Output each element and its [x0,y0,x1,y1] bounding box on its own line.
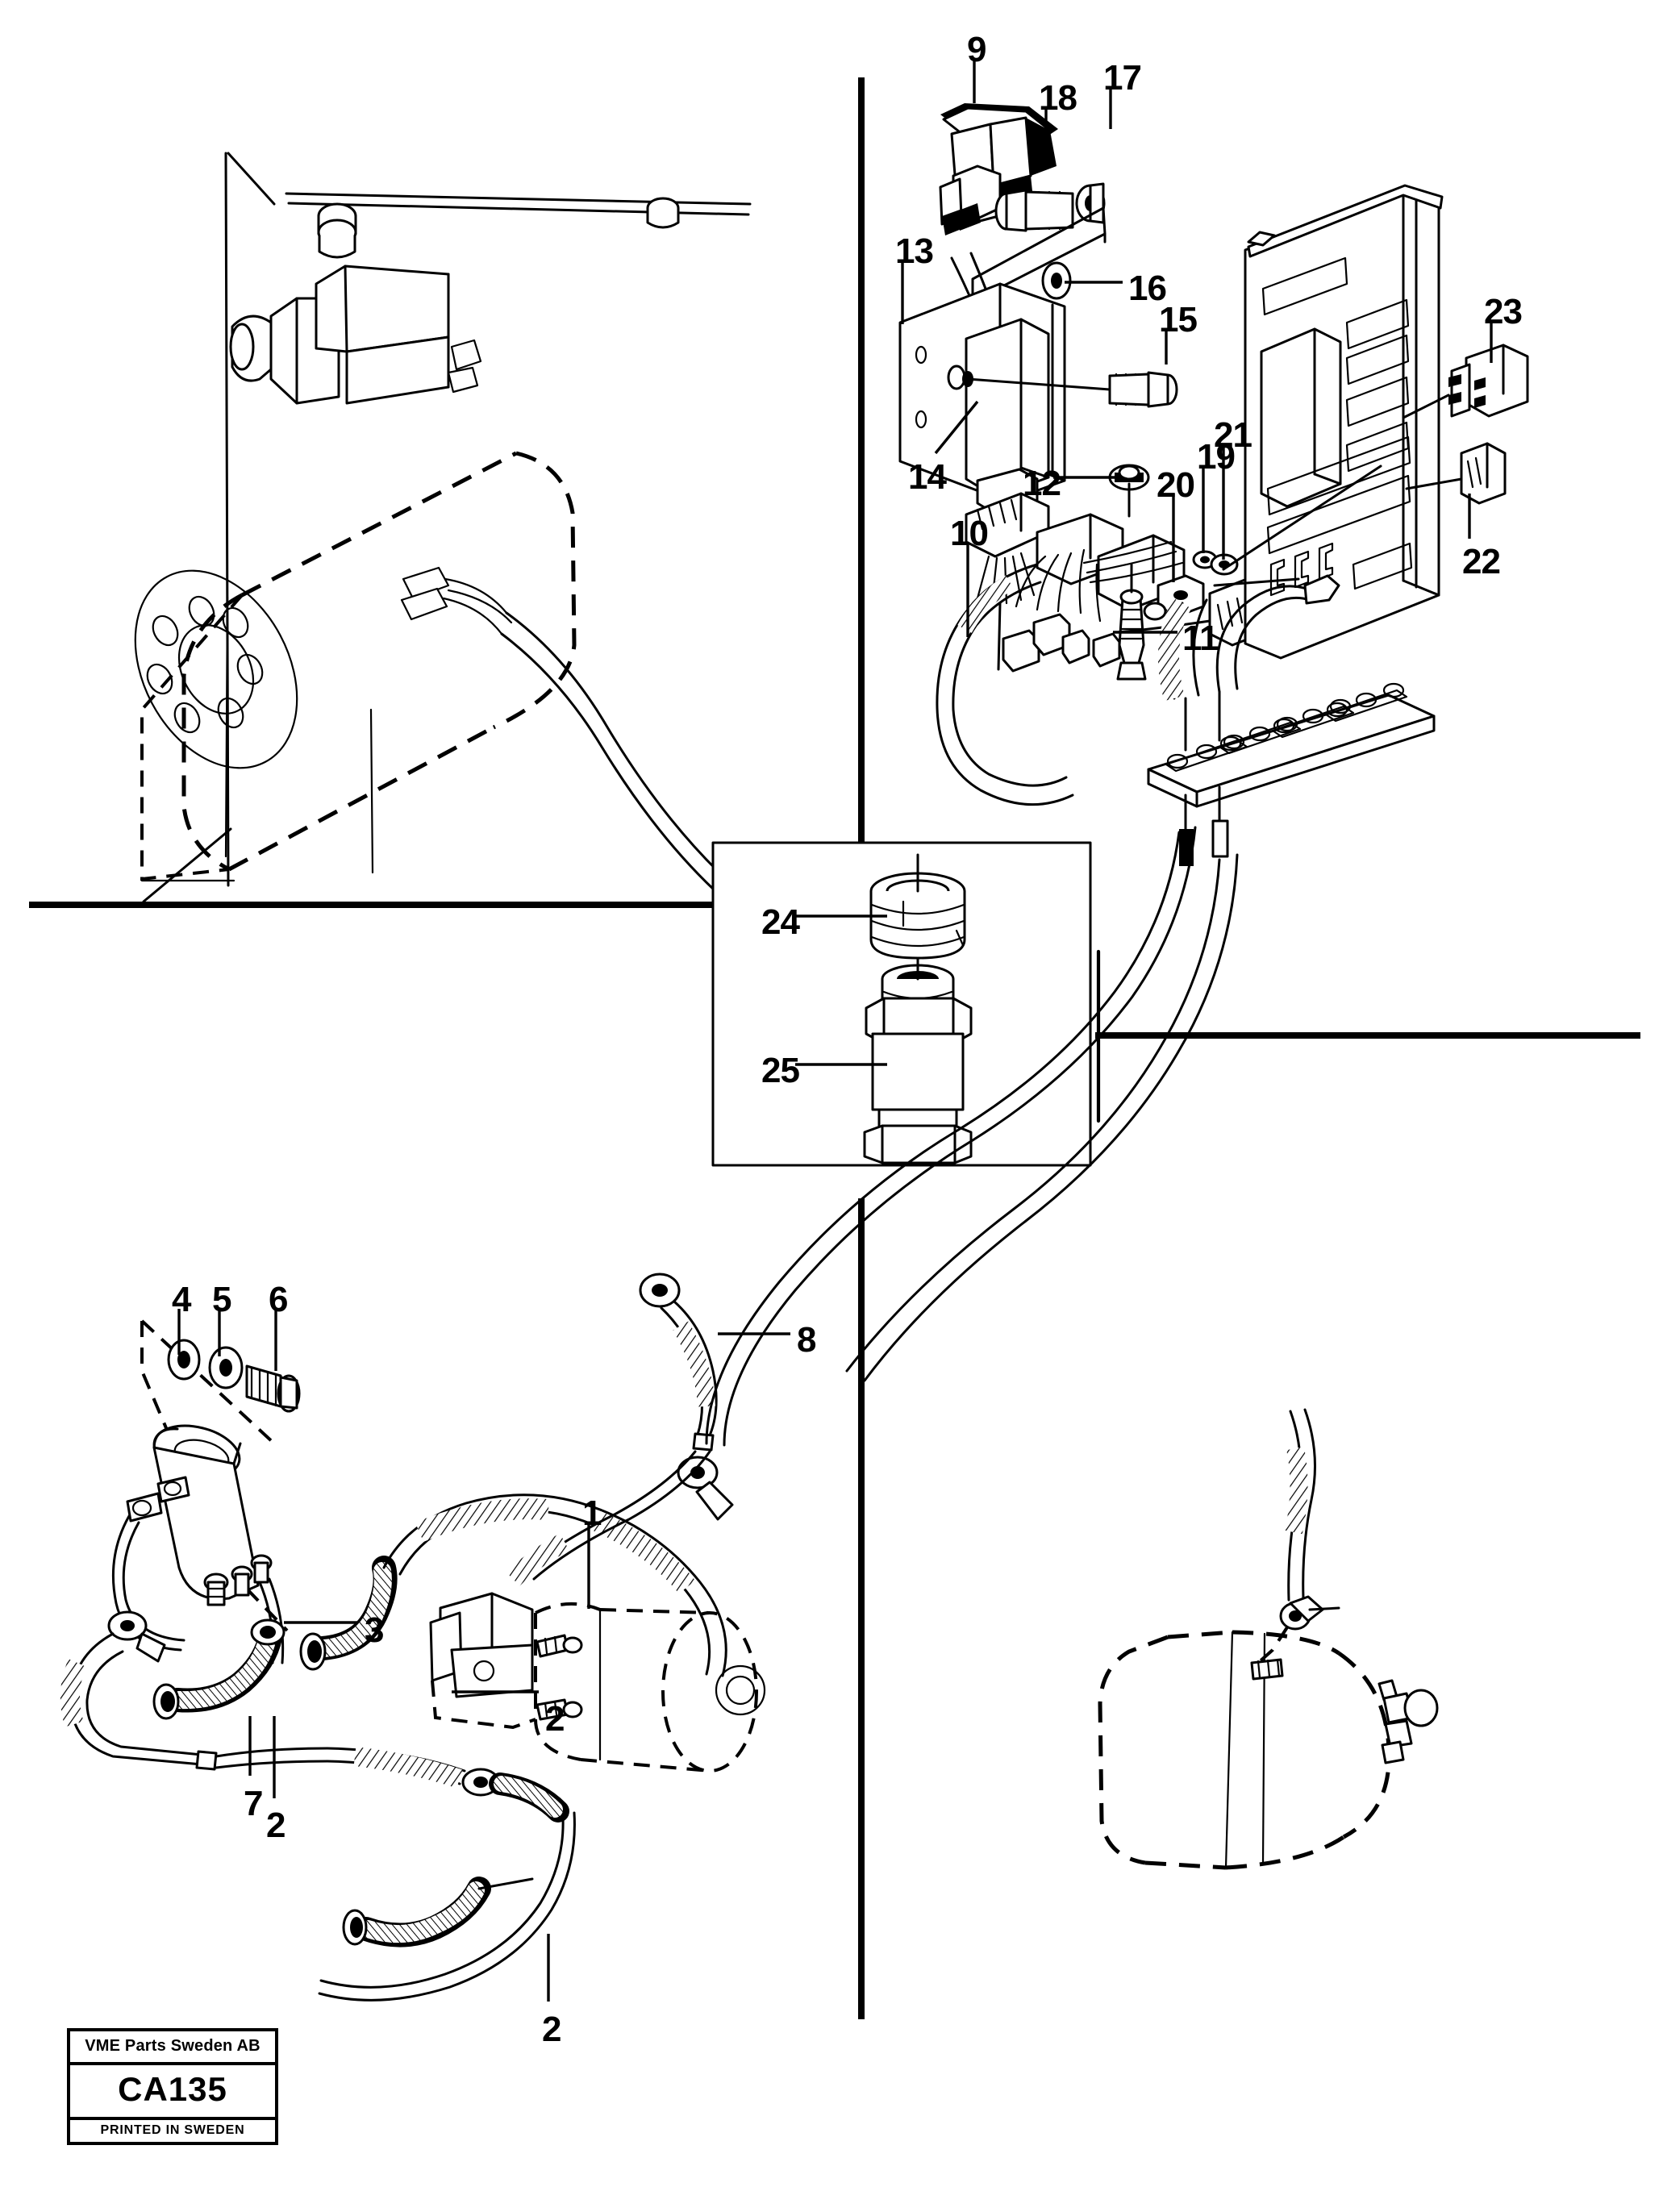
connector-part-22 [1405,442,1507,505]
grommet-part-12 [1108,464,1150,518]
callout-number-23: 23 [1484,292,1523,331]
callout-leader-14 [934,400,979,455]
screw-part-15 [966,371,1178,408]
main-cable-1 [382,1493,727,1677]
long-cable-run-right [318,1811,576,2002]
callout-number-2b: 2 [266,1806,286,1845]
starter-motor-barrel-phantom [134,451,577,882]
panel-feed-cables [1157,574,1340,702]
motor-face-bolt-circle [146,595,264,734]
upper-left-main-cable [500,611,727,892]
starter-motor-lower-phantom [429,1592,766,1773]
battery-cable-assembly [60,1273,766,2002]
callout-number-14: 14 [908,457,947,497]
solenoid-part-3 [126,1424,273,1606]
callout-number-20: 20 [1157,465,1195,505]
ring-terminal-left [107,1610,166,1663]
bolt-part-6 [245,1364,301,1413]
callout-number-5: 5 [212,1280,232,1319]
callout-number-4: 4 [172,1280,192,1319]
washer-part-17 [1075,182,1106,224]
ring-terminal-1 [677,1456,734,1521]
callout-number-16: 16 [1128,269,1167,308]
callout-leaders [177,58,1493,2002]
solenoid-body [229,265,482,405]
callout-number-19: 19 [1197,437,1236,477]
callout-number-18: 18 [1039,78,1077,118]
washer-part-16 [1041,261,1072,300]
callout-number-17: 17 [1103,58,1142,98]
part-25-connector [863,956,973,1164]
callout-number-13: 13 [895,231,934,271]
title-block: VME Parts Sweden AB CA135 PRINTED IN SWE… [67,2028,278,2145]
fuse-panel-assembly [1213,184,1444,660]
cable-8-run [506,1450,711,1586]
callout-number-10: 10 [950,514,989,553]
callout-number-12: 12 [1023,464,1061,503]
callout-number-9: 9 [967,30,987,69]
title-block-printed: PRINTED IN SWEDEN [100,2123,245,2137]
detail-inset-box [711,841,1092,1167]
callout-number-15: 15 [1159,300,1198,340]
harness-plug-connector [965,492,1050,671]
washer-part-5 [208,1346,244,1389]
bus-bars [1165,689,1408,773]
callout-number-1: 1 [582,1493,602,1533]
callout-number-3: 3 [365,1610,385,1650]
callout-number-8: 8 [797,1320,817,1360]
mount-bolt-right [646,197,680,229]
terminal-bus-strip [1147,682,1436,866]
title-block-maker: VME Parts Sweden AB [70,2031,275,2065]
cable-boot-2b [152,1618,286,1720]
callout-number-21: 21 [1214,415,1252,455]
alternator-drive-end [1377,1679,1439,1764]
fuse-slots [1261,256,1413,590]
alternator-reference-view [1098,1408,1439,1870]
mount-bolt-upper [317,202,357,259]
callout-number-2c: 2 [542,2010,562,2049]
callout-number-25: 25 [761,1051,800,1090]
alternator-terminal [1250,1595,1340,1681]
callout-number-7: 7 [244,1784,264,1823]
relay-part-23 [1402,344,1529,419]
callout-number-22: 22 [1462,542,1501,581]
motor-leads [400,566,513,635]
wiring-harness-10 [936,513,1186,806]
callout-number-6: 6 [269,1280,289,1319]
washer-part-4 [167,1339,201,1381]
harness-terminal-plugs [1002,613,1121,673]
alternator-cable [1285,1408,1316,1602]
callout-number-11: 11 [1182,619,1219,658]
callout-number-24: 24 [761,902,800,942]
callout-number-2a: 2 [545,1699,565,1739]
cable-7 [60,1632,569,1823]
ground-strap-8 [639,1273,718,1452]
title-block-code: CA135 [70,2065,275,2120]
cable-boot-2a [299,1556,398,1671]
part-24-collar [869,853,966,960]
starter-motor-reference-view [134,152,752,903]
bolt-part-18 [994,189,1074,232]
cable-boot-2c [342,1877,534,1947]
